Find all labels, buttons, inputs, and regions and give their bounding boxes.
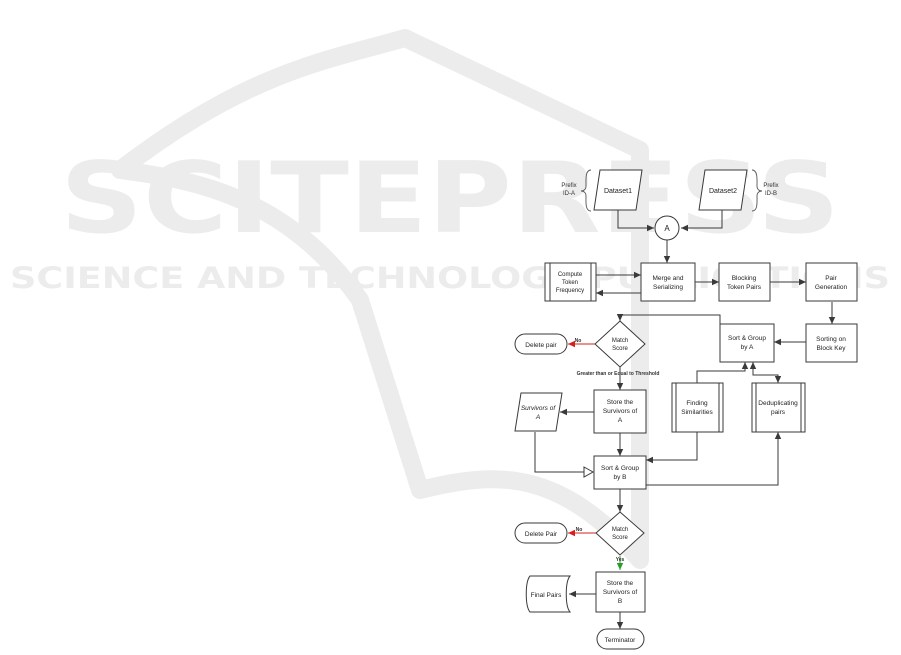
svg-text:Similarities: Similarities <box>681 409 713 416</box>
svg-text:Store the: Store the <box>607 580 634 587</box>
watermark: SCITEPRESS SCIENCE AND TECHNOLOGY PUBLIC… <box>10 29 890 569</box>
store-survivors-b-node[interactable]: Store the Survivors of B <box>595 571 646 613</box>
svg-text:Survivors of: Survivors of <box>603 589 638 596</box>
svg-text:Generation: Generation <box>815 284 848 291</box>
svg-text:Token Pairs: Token Pairs <box>727 284 762 291</box>
svg-text:Token: Token <box>562 280 578 286</box>
svg-text:Prefix: Prefix <box>763 183 778 189</box>
merge-serializing-node[interactable]: Merge and Serializing <box>640 262 696 302</box>
svg-text:Delete pair: Delete pair <box>525 342 557 349</box>
compute-token-frequency-node[interactable]: Compute Token Frequency <box>544 262 597 302</box>
terminator-node[interactable]: Terminator <box>596 628 645 650</box>
sort-group-a-node[interactable]: Sort & Group by A <box>719 323 775 363</box>
svg-text:by A: by A <box>741 344 754 351</box>
finding-similarities-node[interactable]: Finding Similarities <box>671 382 724 433</box>
svg-text:Match: Match <box>612 338 628 344</box>
connector-a-circle[interactable]: A <box>654 215 680 241</box>
brace-right <box>751 169 763 212</box>
sort-group-b-node[interactable]: Sort & Group by B <box>593 455 647 490</box>
svg-text:ID-A: ID-A <box>563 191 575 197</box>
svg-text:Blocking: Blocking <box>732 275 757 282</box>
no-label-2: No <box>576 527 583 533</box>
svg-text:Serializing: Serializing <box>653 284 683 291</box>
svg-text:Sort & Group: Sort & Group <box>601 465 639 472</box>
svg-text:Survivors of: Survivors of <box>603 408 638 415</box>
prefix-id-a-label: Prefix ID-A <box>561 169 592 212</box>
match-score-2-decision[interactable]: Match Score <box>595 511 645 556</box>
final-pairs-node[interactable]: Final Pairs <box>525 575 572 613</box>
svg-text:Survivors of: Survivors of <box>521 405 557 412</box>
brace-left <box>580 169 592 212</box>
svg-text:Pair: Pair <box>825 275 837 282</box>
svg-text:Block Key: Block Key <box>817 345 847 352</box>
svg-text:Compute: Compute <box>558 272 583 278</box>
yes-label: Yes <box>616 557 625 563</box>
svg-text:B: B <box>618 598 622 605</box>
dataset2-node[interactable]: Dataset2 <box>698 169 748 211</box>
svg-text:Delete Pair: Delete Pair <box>525 531 558 538</box>
deduplicating-pairs-node[interactable]: Deduplicating pairs <box>751 382 806 433</box>
svg-text:ID-B: ID-B <box>765 191 777 197</box>
store-survivors-a-node[interactable]: Store the Survivors of A <box>593 389 647 434</box>
svg-text:by B: by B <box>613 474 626 481</box>
svg-text:Merge and: Merge and <box>652 275 683 282</box>
svg-text:Store the: Store the <box>607 399 634 406</box>
svg-text:Score: Score <box>612 535 628 541</box>
svg-text:Final Pairs: Final Pairs <box>531 592 562 599</box>
delete-pair-1-node[interactable]: Delete pair <box>514 333 568 355</box>
pair-generation-node[interactable]: Pair Generation <box>805 262 858 302</box>
blocking-token-pairs-node[interactable]: Blocking Token Pairs <box>718 262 771 302</box>
svg-text:Dataset2: Dataset2 <box>709 188 737 195</box>
delete-pair-2-node[interactable]: Delete Pair <box>514 522 568 544</box>
match-score-1-decision[interactable]: Match Score <box>594 320 646 368</box>
watermark-book-icon <box>111 29 649 569</box>
svg-text:Prefix: Prefix <box>561 183 576 189</box>
threshold-label: Greater than or Equal to Threshold <box>577 371 660 377</box>
no-label-1: No <box>575 338 582 344</box>
svg-text:A: A <box>618 417 623 424</box>
svg-text:A: A <box>664 224 670 233</box>
connectors <box>534 208 836 629</box>
dataset1-node[interactable]: Dataset1 <box>593 169 643 211</box>
svg-text:A: A <box>535 414 540 421</box>
survivors-of-a-node[interactable]: Survivors of A <box>514 392 563 432</box>
svg-text:Sort & Group: Sort & Group <box>728 335 766 342</box>
svg-text:Sorting on: Sorting on <box>816 336 846 343</box>
svg-text:Finding: Finding <box>686 400 708 407</box>
svg-text:Frequency: Frequency <box>556 288 584 294</box>
svg-text:Deduplicating: Deduplicating <box>758 400 798 407</box>
prefix-id-b-label: Prefix ID-B <box>751 169 779 212</box>
svg-text:Terminator: Terminator <box>605 637 637 644</box>
sorting-block-key-node[interactable]: Sorting on Block Key <box>805 323 858 363</box>
svg-text:Match: Match <box>612 527 628 533</box>
svg-text:pairs: pairs <box>771 409 786 416</box>
svg-text:Score: Score <box>612 346 628 352</box>
svg-text:Dataset1: Dataset1 <box>604 188 632 195</box>
